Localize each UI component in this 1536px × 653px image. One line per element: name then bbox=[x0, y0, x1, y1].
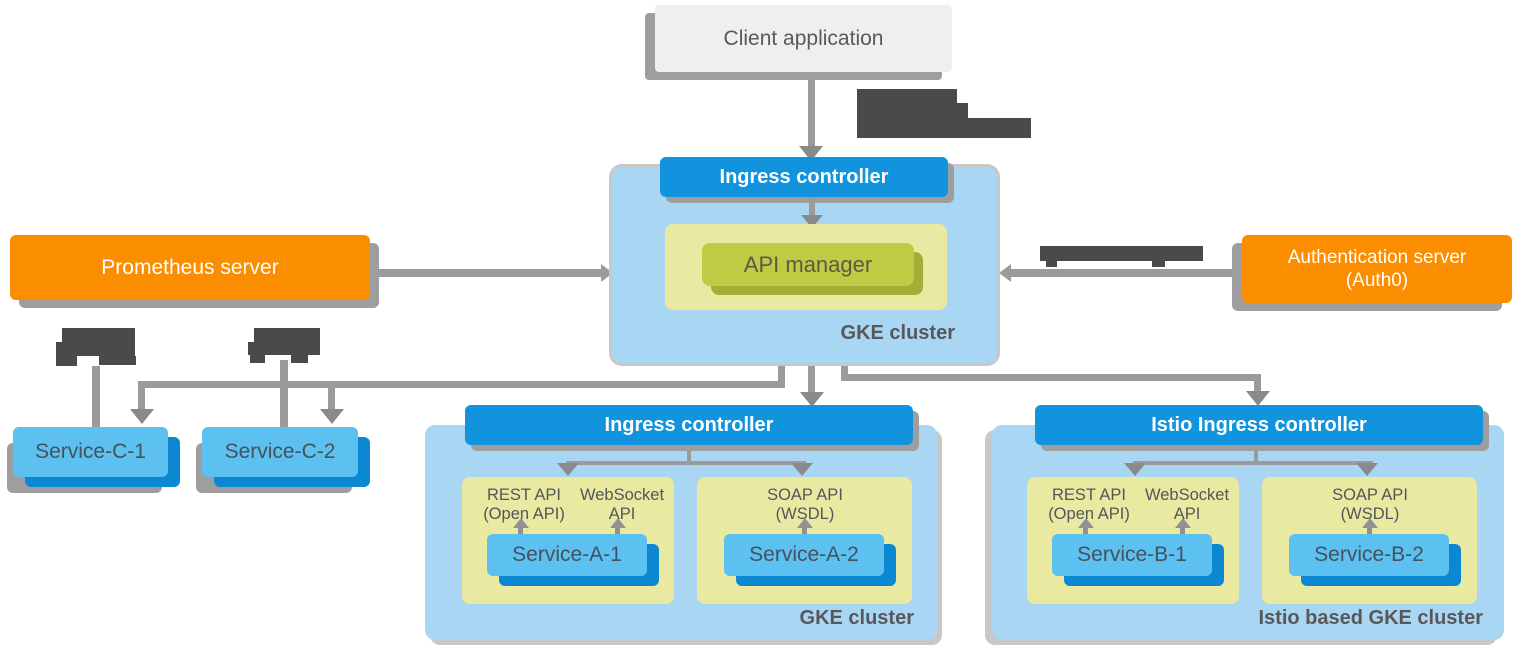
istio-split-bar bbox=[1133, 461, 1373, 465]
pod-b2-arrowhead bbox=[1356, 463, 1378, 476]
service-b1-node: Service-B-1 bbox=[1052, 534, 1212, 576]
prometheus-link-line bbox=[370, 269, 604, 277]
redacted-label bbox=[857, 103, 968, 118]
service-a2-soap-up-arrow bbox=[797, 518, 813, 528]
gke-ingress-label: Ingress controller bbox=[604, 413, 774, 436]
istio-cluster-label: Istio based GKE cluster bbox=[1258, 607, 1483, 629]
central-down-stub bbox=[808, 363, 815, 396]
gke-ingress-arrowhead bbox=[800, 392, 824, 407]
service-a1-rest-api-label: REST API (Open API) bbox=[483, 486, 565, 523]
drop-to-service-c2 bbox=[328, 381, 335, 412]
prometheus-server-node: Prometheus server bbox=[10, 235, 370, 300]
prometheus-label: Prometheus server bbox=[101, 255, 279, 279]
service-a1-ws-up-stem bbox=[615, 527, 620, 536]
ingress-to-api-manager-line bbox=[809, 197, 815, 219]
service-b2-node: Service-B-2 bbox=[1289, 534, 1449, 576]
central-ingress-controller: Ingress controller bbox=[660, 157, 948, 197]
service-a1-ws-up-arrow bbox=[610, 518, 626, 528]
redacted-label bbox=[1152, 261, 1165, 267]
left-trunk-line bbox=[138, 381, 785, 388]
redacted-label bbox=[291, 355, 308, 363]
drop-to-service-c1 bbox=[138, 381, 145, 412]
prometheus-link-arrowhead bbox=[601, 264, 613, 282]
service-c1-arrowhead bbox=[130, 409, 154, 424]
service-a2-soap-up-stem bbox=[802, 527, 807, 536]
istio-split-stem bbox=[1254, 445, 1258, 463]
pod-a1-arrowhead bbox=[557, 463, 579, 476]
redacted-label bbox=[62, 328, 135, 342]
service-a1-node: Service-A-1 bbox=[487, 534, 647, 576]
redacted-label bbox=[254, 328, 320, 342]
redacted-label bbox=[250, 355, 265, 363]
api-manager-label: API manager bbox=[743, 251, 873, 277]
service-c1-label: Service-C-1 bbox=[35, 440, 146, 463]
service-b1-ws-up-stem bbox=[1180, 527, 1185, 536]
service-a2-soap-api-label: SOAP API (WSDL) bbox=[767, 486, 843, 523]
istio-ingress-arrowhead bbox=[1246, 391, 1270, 406]
service-a2-label: Service-A-2 bbox=[749, 543, 859, 566]
istio-ingress-controller: Istio Ingress controller bbox=[1035, 405, 1483, 445]
service-b1-websocket-api-label: WebSocket API bbox=[1144, 486, 1230, 523]
gke-cluster-label: GKE cluster bbox=[799, 607, 914, 629]
service-b2-soap-up-stem bbox=[1367, 527, 1372, 536]
service-a2-node: Service-A-2 bbox=[724, 534, 884, 576]
service-a1-rest-up-arrow bbox=[513, 518, 529, 528]
auth-link-arrowhead bbox=[999, 264, 1011, 282]
auth-link-line bbox=[1010, 269, 1242, 277]
central-right-stub bbox=[841, 363, 848, 378]
service-c2-arrowhead bbox=[320, 409, 344, 424]
redacted-label bbox=[56, 342, 135, 356]
pod-a2-arrowhead bbox=[791, 463, 813, 476]
central-ingress-label: Ingress controller bbox=[719, 165, 889, 188]
service-c2-node: Service-C-2 bbox=[202, 427, 358, 477]
auth-label-line1: Authentication server bbox=[1287, 246, 1467, 268]
service-b1-rest-up-arrow bbox=[1078, 518, 1094, 528]
service-b2-soap-api-label: SOAP API (WSDL) bbox=[1332, 486, 1408, 523]
service-c2-label: Service-C-2 bbox=[224, 440, 336, 463]
right-trunk-line bbox=[841, 374, 1261, 381]
gke-ingress-controller: Ingress controller bbox=[465, 405, 913, 445]
central-cluster-label: GKE cluster bbox=[840, 322, 955, 344]
client-to-ingress-line bbox=[808, 70, 815, 148]
redacted-label bbox=[857, 118, 1031, 138]
label-to-service-c2-line bbox=[280, 360, 288, 430]
redacted-label bbox=[1040, 246, 1203, 261]
auth-label-line2: (Auth0) bbox=[1345, 270, 1409, 291]
redacted-label bbox=[56, 356, 77, 366]
client-application-node: Client application bbox=[655, 5, 952, 72]
drop-to-istio-ingress bbox=[1254, 374, 1261, 394]
redacted-label bbox=[1046, 261, 1057, 267]
service-a1-rest-up-stem bbox=[518, 527, 523, 536]
service-b1-ws-up-arrow bbox=[1175, 518, 1191, 528]
service-b1-rest-up-stem bbox=[1083, 527, 1088, 536]
label-to-service-c1-line bbox=[92, 366, 100, 430]
central-left-stub bbox=[778, 363, 785, 385]
client-application-label: Client application bbox=[723, 26, 884, 50]
service-b2-soap-up-arrow bbox=[1362, 518, 1378, 528]
service-b1-label: Service-B-1 bbox=[1077, 543, 1187, 566]
api-manager-node: API manager bbox=[702, 243, 914, 286]
service-b1-rest-api-label: REST API (Open API) bbox=[1048, 486, 1130, 523]
auth-server-node: Authentication server (Auth0) bbox=[1242, 235, 1512, 303]
gke-split-stem bbox=[687, 445, 691, 463]
service-c1-node: Service-C-1 bbox=[13, 427, 168, 477]
service-b2-label: Service-B-2 bbox=[1314, 543, 1424, 566]
istio-ingress-label: Istio Ingress controller bbox=[1151, 413, 1367, 436]
service-a1-websocket-api-label: WebSocket API bbox=[579, 486, 665, 523]
service-a1-label: Service-A-1 bbox=[512, 543, 622, 566]
gke-split-bar bbox=[566, 461, 806, 465]
pod-b1-arrowhead bbox=[1124, 463, 1146, 476]
redacted-label bbox=[99, 356, 136, 365]
redacted-label bbox=[248, 342, 320, 355]
redacted-label bbox=[857, 89, 957, 103]
